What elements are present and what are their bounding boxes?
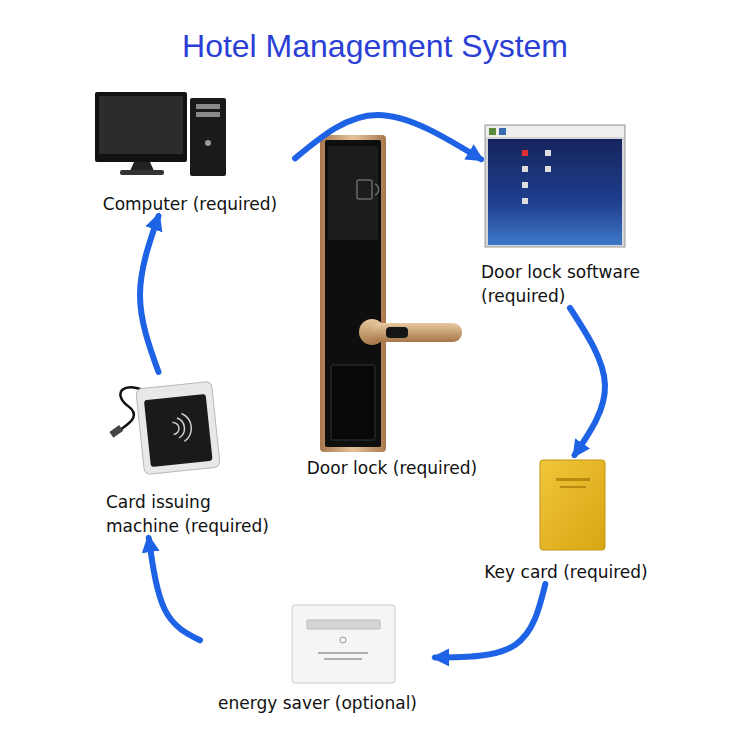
desktop-icon xyxy=(545,150,551,156)
usb-plug xyxy=(109,425,123,438)
card-slot xyxy=(307,620,380,629)
flow-arrow xyxy=(295,115,481,159)
node-caption: energy saver (optional) xyxy=(200,691,435,715)
rfid-symbol xyxy=(172,413,193,443)
flow-arrow xyxy=(570,308,605,455)
handle-inset xyxy=(386,327,408,338)
illustrated-node: Card issuing machine (required) xyxy=(100,372,295,538)
window-toolbar xyxy=(486,126,624,137)
card-symbol xyxy=(375,184,379,195)
node-caption: Card issuing machine (required) xyxy=(100,490,280,538)
slot-icon xyxy=(340,637,346,643)
lock-face xyxy=(325,140,381,447)
reader-face xyxy=(144,394,213,467)
desktop-icon xyxy=(522,150,528,156)
desktop-icon xyxy=(522,182,528,188)
desktop-icon xyxy=(545,166,551,172)
desktop-icon xyxy=(522,198,528,204)
lock-plate xyxy=(320,135,386,452)
drive-bay xyxy=(196,104,220,109)
toolbar-icon xyxy=(499,128,506,135)
diagram-title: Hotel Management System xyxy=(0,26,750,66)
pc-tower xyxy=(190,98,226,176)
toolbar-icon xyxy=(489,128,496,135)
illustrated-node: energy saver (optional) xyxy=(200,600,435,715)
reader-body xyxy=(136,381,221,474)
power-button xyxy=(205,140,211,146)
flow-arrow xyxy=(149,538,200,640)
node-caption: Door lock (required) xyxy=(305,456,479,480)
lock-inset xyxy=(331,365,375,440)
monitor-base xyxy=(120,170,164,175)
card-print xyxy=(560,486,586,488)
node-caption: Door lock software (required) xyxy=(481,260,659,308)
software-window xyxy=(485,125,625,247)
illustrated-node: Key card (required) xyxy=(480,455,652,584)
energy-saver-body xyxy=(292,605,395,683)
card-print xyxy=(556,478,590,481)
lock-handle xyxy=(370,323,462,342)
monitor-neck xyxy=(130,162,154,171)
drive-bay xyxy=(196,112,220,117)
flow-arrow xyxy=(140,216,159,372)
node-caption: Computer (required) xyxy=(85,192,295,216)
flow-arrow xyxy=(435,584,545,658)
node-caption: Key card (required) xyxy=(480,560,652,584)
monitor-frame xyxy=(95,92,187,162)
illustrated-node: Computer (required) xyxy=(85,88,295,216)
monitor-screen xyxy=(99,96,183,154)
card-symbol xyxy=(357,180,372,199)
illustrated-node: Door lock (required) xyxy=(305,130,479,480)
key-card-body xyxy=(540,460,605,550)
saver-print xyxy=(318,652,368,654)
illustrated-node: Door lock software (required) xyxy=(481,122,659,308)
desktop-icon xyxy=(522,166,528,172)
software-desktop xyxy=(488,139,622,245)
reader-panel xyxy=(328,146,378,240)
saver-print xyxy=(324,658,362,660)
